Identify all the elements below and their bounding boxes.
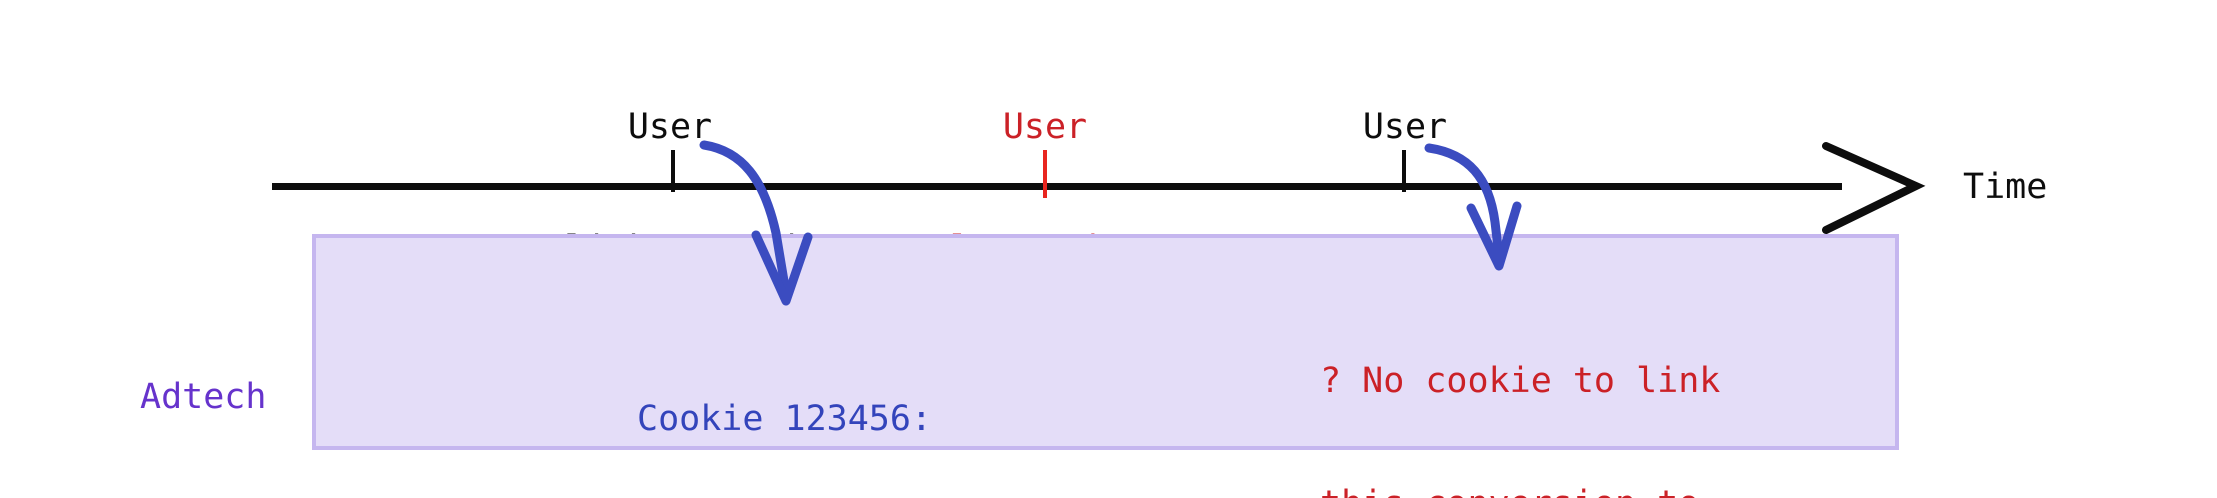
adtech-server-label: Adtech server	[140, 296, 320, 498]
timeline-axis	[272, 183, 1842, 190]
timeline-tick-click	[671, 150, 675, 192]
axis-label-time: Time	[1963, 167, 2048, 207]
failure-note: ? No cookie to link this conversion to ⇒…	[1320, 278, 1720, 498]
cookie-note-line1: Cookie 123456:	[637, 398, 933, 439]
cookie-note: Cookie 123456: Ad clicked	[637, 316, 932, 498]
failure-note-line2: this conversion to	[1320, 484, 1720, 498]
adtech-server-box	[312, 234, 1899, 450]
timeline-tick-clear	[1043, 150, 1047, 198]
arrow-right-icon	[1822, 142, 1926, 234]
event-label-line1: User	[1362, 107, 1448, 148]
timeline-tick-convert	[1402, 150, 1406, 192]
event-label-line1: User	[1002, 107, 1088, 148]
failure-note-line1: ? No cookie to link	[1320, 360, 1721, 401]
adtech-label-line1: Adtech	[140, 377, 267, 418]
event-label-line1: User	[627, 107, 713, 148]
